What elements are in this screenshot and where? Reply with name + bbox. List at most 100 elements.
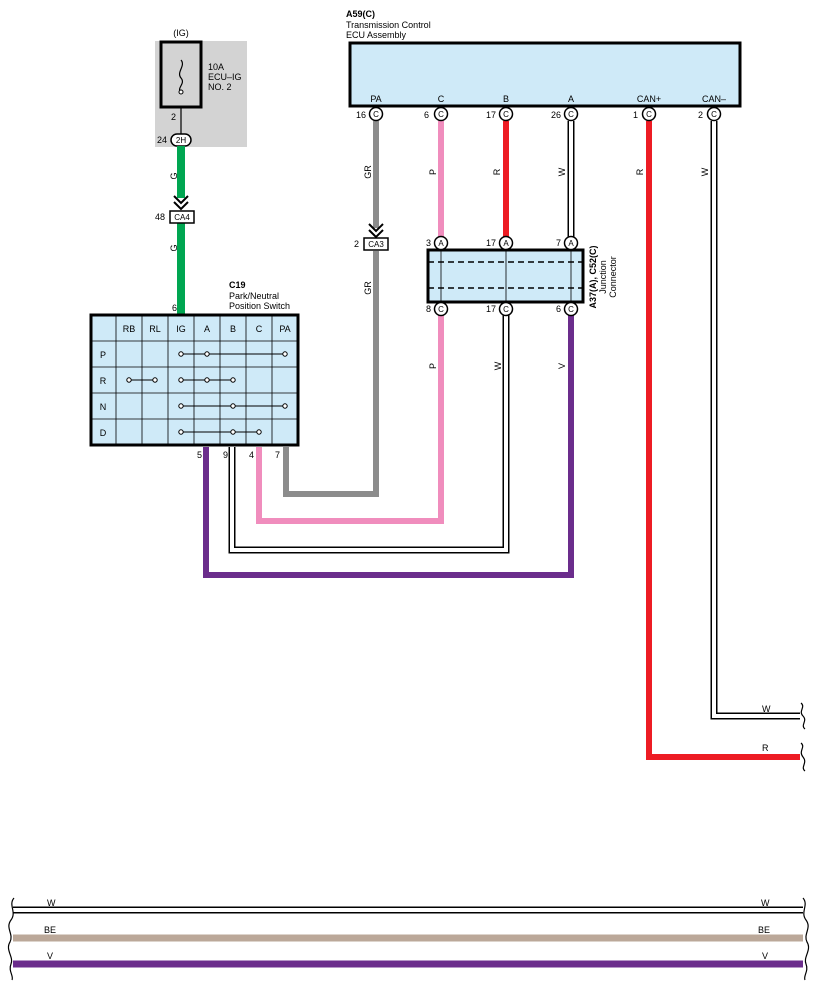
w-wire-b bbox=[230, 315, 508, 552]
junction-bottom-tag-8: C bbox=[438, 305, 444, 314]
switch-bottom-pin-9: 9 bbox=[223, 450, 228, 460]
fuse-name-line1: ECU–IG bbox=[208, 72, 242, 82]
w-wire-b-label: W bbox=[493, 361, 503, 370]
green-wire-label-top: G bbox=[169, 172, 179, 179]
ecu-pin-tag-c: C bbox=[438, 110, 444, 119]
bus-be-label-right: BE bbox=[758, 925, 770, 935]
junction-bottom-pin-label-8: 8 bbox=[426, 304, 431, 314]
fuse-supply-label: (IG) bbox=[173, 28, 189, 38]
fuse-pin: 2 bbox=[171, 112, 176, 122]
switch-col-b: B bbox=[230, 324, 236, 334]
bus-left-break-icon bbox=[7, 897, 15, 981]
switch-col-rl: RL bbox=[149, 324, 161, 334]
ecu-terminal-can-minus: CAN– bbox=[702, 94, 726, 104]
bus-v-label-right: V bbox=[762, 951, 768, 961]
ecu-terminal-can-plus: CAN+ bbox=[637, 94, 661, 104]
connector-ca3-label: CA3 bbox=[368, 240, 384, 249]
switch-col-c: C bbox=[256, 324, 263, 334]
p-wire-label-top: P bbox=[428, 169, 438, 175]
junction-bottom-pin-6 bbox=[563, 301, 579, 317]
switch-name-line1: Park/Neutral bbox=[229, 291, 279, 301]
w-wire-a-label: W bbox=[557, 167, 567, 176]
switch-row-r: R bbox=[100, 376, 107, 386]
connector-ca4-pin: 48 bbox=[155, 212, 165, 222]
bus-w-label-left: W bbox=[47, 898, 56, 908]
switch-continuity-r bbox=[126, 377, 236, 383]
can-minus-break-icon bbox=[800, 702, 806, 730]
ecu-pin-tag-can-minus: C bbox=[711, 110, 717, 119]
green-wire-label-bottom: G bbox=[169, 244, 179, 251]
ecu-pin-can-plus: 1 bbox=[633, 110, 638, 120]
junction-outline bbox=[426, 248, 585, 304]
green-wire: G G bbox=[169, 146, 185, 314]
switch-col-a: A bbox=[204, 324, 210, 334]
can-minus-wire-label: W bbox=[700, 167, 710, 176]
ecu-pin-tag-b: C bbox=[503, 110, 509, 119]
connector-2h-pin: 24 bbox=[157, 135, 167, 145]
junction-top-tag-17: A bbox=[503, 239, 509, 248]
junction-top-pin-label-3: 3 bbox=[426, 238, 431, 248]
junction-name-line2: Connector bbox=[608, 256, 618, 298]
ecu-pin-circles: C C C C C C bbox=[368, 106, 722, 122]
ecu-box: A59(C) Transmission Control ECU Assembly… bbox=[346, 9, 742, 108]
ecu-pin-pa: 16 bbox=[356, 110, 366, 120]
bus-w-label-right: W bbox=[761, 898, 770, 908]
ecu-terminal-b: B bbox=[503, 94, 509, 104]
can-plus-end-label: R bbox=[762, 743, 769, 753]
p-wire-lower bbox=[256, 315, 444, 524]
bus-right-break-icon bbox=[802, 897, 810, 981]
ecu-outline bbox=[348, 41, 742, 108]
switch-code: C19 bbox=[229, 280, 246, 290]
ecu-pin-c: 6 bbox=[424, 110, 429, 120]
junction-bottom-tag-17: C bbox=[503, 305, 509, 314]
junction-bottom-pin-17 bbox=[498, 301, 514, 317]
v-wire bbox=[203, 315, 574, 578]
connector-ca4 bbox=[169, 210, 195, 224]
switch-row-d: D bbox=[100, 428, 107, 438]
junction-top-tag-7: A bbox=[568, 239, 574, 248]
switch-bottom-pin-4: 4 bbox=[249, 450, 254, 460]
switch-continuity-d bbox=[178, 429, 262, 435]
junction-name-line1: Junction bbox=[598, 260, 608, 294]
switch-col-rb: RB bbox=[123, 324, 136, 334]
bottom-bus: W W BE BE V V bbox=[7, 897, 810, 981]
gr-wire-label-bottom: GR bbox=[363, 281, 373, 295]
junction-top-pin-3 bbox=[433, 235, 449, 251]
switch-bottom-pin-7: 7 bbox=[275, 450, 280, 460]
switch-col-pa: PA bbox=[279, 324, 290, 334]
ecu-pin-tag-can-plus: C bbox=[646, 110, 652, 119]
connector-ca3 bbox=[363, 237, 389, 251]
ecu-name-line1: Transmission Control bbox=[346, 20, 431, 30]
ecu-code: A59(C) bbox=[346, 9, 375, 19]
can-minus-wire bbox=[712, 121, 800, 718]
junction-bottom-pin-label-17: 17 bbox=[486, 304, 496, 314]
junction-code: A37(A), C52(C) bbox=[588, 245, 598, 308]
switch-col-ig: IG bbox=[176, 324, 186, 334]
connector-ca3-pin: 2 bbox=[354, 239, 359, 249]
ecu-name-line2: ECU Assembly bbox=[346, 30, 407, 40]
fuse-icon bbox=[178, 59, 184, 93]
junction-bottom-pin-8 bbox=[433, 301, 449, 317]
ecu-pins: 16 6 17 26 1 2 bbox=[356, 110, 703, 120]
switch-row-n: N bbox=[100, 402, 107, 412]
switch-name-line2: Position Switch bbox=[229, 301, 290, 311]
r-wire-b-label: R bbox=[492, 168, 502, 175]
can-plus-wire-label: R bbox=[635, 168, 645, 175]
park-neutral-switch: C19 Park/Neutral Position Switch 6 RB RL… bbox=[89, 280, 300, 460]
ecu-pin-a: 26 bbox=[551, 110, 561, 120]
can-plus-wire bbox=[646, 121, 800, 760]
switch-continuity-n bbox=[178, 403, 288, 409]
ca3-arrow-icon bbox=[368, 223, 384, 239]
can-minus-end-label: W bbox=[762, 704, 771, 714]
junction-connector: A37(A), C52(C) Junction Connector A 3 A … bbox=[426, 235, 618, 317]
fuse-rating: 10A bbox=[208, 62, 224, 72]
fuse-name-line2: NO. 2 bbox=[208, 82, 232, 92]
v-wire-label: V bbox=[557, 363, 567, 369]
junction-top-pin-7 bbox=[563, 235, 579, 251]
connector-ca4-label: CA4 bbox=[174, 213, 190, 222]
junction-top-tag-3: A bbox=[438, 239, 444, 248]
fuse-terminal-icon bbox=[178, 89, 184, 95]
fuse-block: (IG) 10A ECU–IG NO. 2 2 2H 24 bbox=[155, 28, 247, 147]
connector-2h-label: 2H bbox=[176, 136, 186, 145]
